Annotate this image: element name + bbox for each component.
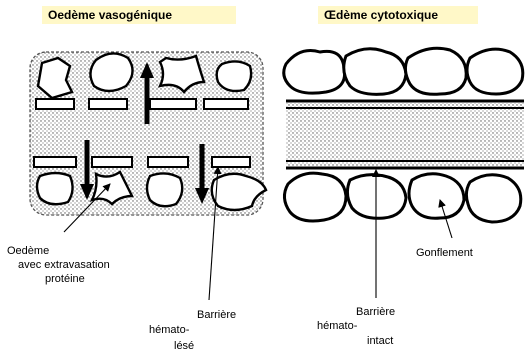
capillary-wall-segment — [89, 99, 127, 109]
swollen-cell — [405, 48, 466, 94]
label-oedema-line1: Oedème — [7, 245, 49, 257]
capillary-wall-segment — [36, 99, 74, 109]
swollen-cell — [347, 175, 406, 219]
vasogenic-cell — [37, 173, 73, 204]
swollen-cell — [344, 49, 406, 95]
capillary-wall-segment — [34, 157, 76, 167]
swollen-cell — [467, 49, 523, 94]
label-right-barrier-line3: intact — [367, 335, 393, 347]
swollen-cell — [284, 173, 346, 221]
capillary-lumen — [286, 103, 524, 166]
swollen-cell — [409, 174, 464, 219]
cytotoxic-panel — [284, 48, 524, 298]
vasogenic-cell — [147, 173, 182, 206]
vasogenic-cell — [90, 53, 132, 91]
label-left-barrier-line3: lésé — [174, 340, 194, 352]
label-right-barrier-line1: Barrière — [356, 306, 395, 318]
swollen-cell — [284, 51, 345, 94]
label-left-barrier-line2: hémato- — [149, 324, 189, 336]
capillary-wall-segment — [204, 99, 248, 109]
label-oedema-line2: avec extravasation — [18, 259, 110, 271]
label-oedema-line3: protéine — [45, 273, 85, 285]
capillary-wall-segment — [150, 99, 196, 109]
capillary-wall-segment — [92, 157, 132, 167]
capillary-wall-segment — [212, 157, 250, 167]
swollen-cell — [466, 175, 520, 222]
label-right-barrier-line2: hémato- — [317, 320, 357, 332]
vasogenic-cell — [217, 61, 251, 91]
label-left-barrier-line1: Barrière — [197, 309, 236, 321]
capillary-wall-segment — [148, 157, 188, 167]
label-gonflement: Gonflement — [416, 247, 473, 259]
